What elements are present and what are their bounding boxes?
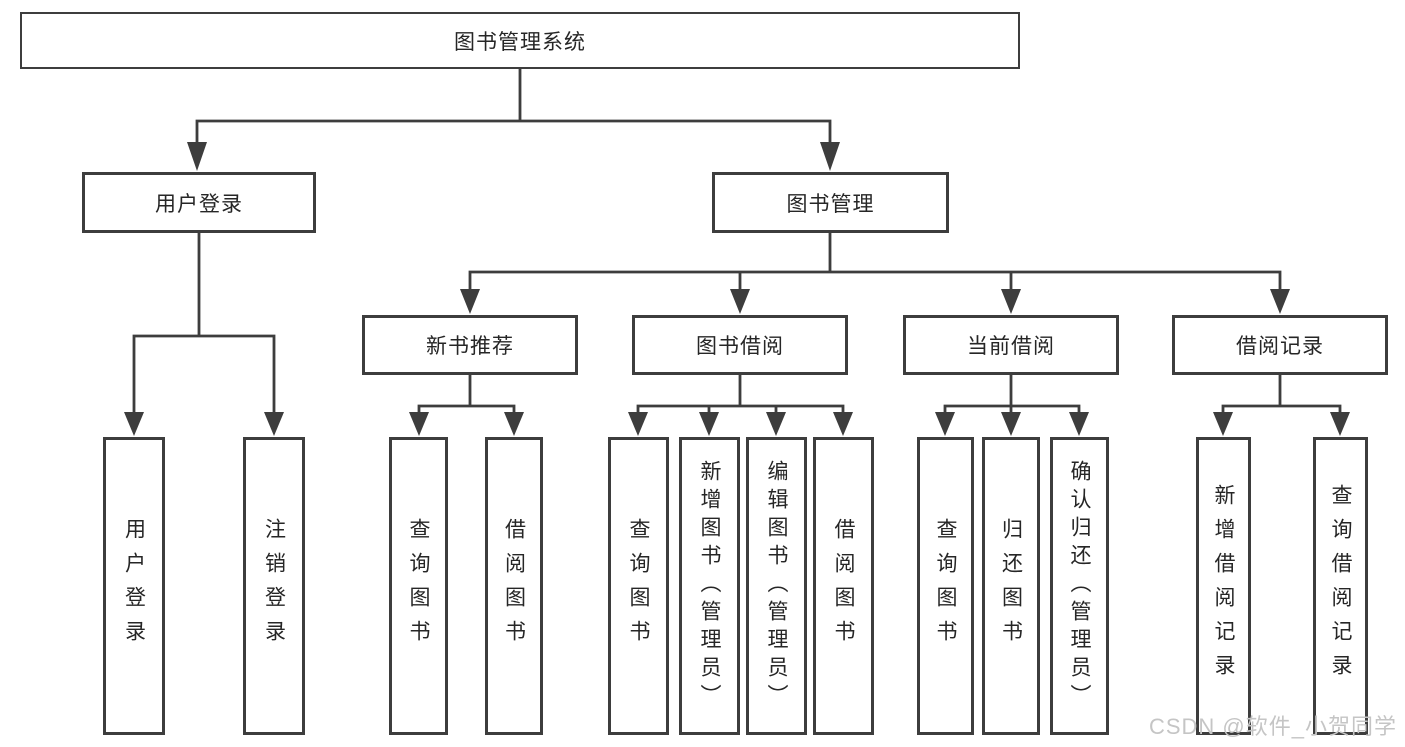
leaf-query-books-recommend: 查询图书 (389, 437, 448, 735)
arrow-down-icon (730, 289, 750, 314)
arrow-down-icon (187, 142, 207, 171)
arrow-down-icon (264, 412, 284, 436)
connector-book-mgmt-fork (468, 231, 1282, 297)
arrow-down-icon (460, 289, 480, 314)
leaf-label: 查询图书 (407, 518, 430, 654)
node-label: 图书管理系统 (454, 30, 586, 54)
arrowheads (124, 142, 1350, 436)
node-borrowing-records: 借阅记录 (1172, 315, 1388, 375)
node-new-book-recommend: 新书推荐 (362, 315, 578, 375)
leaf-label: 用户登录 (122, 518, 146, 654)
node-label: 用户登录 (155, 192, 243, 216)
arrow-down-icon (1001, 412, 1021, 436)
arrow-down-icon (124, 412, 144, 436)
connector-new-books-fork (417, 373, 516, 420)
leaf-confirm-return-admin: 确认归还（管理员） (1050, 437, 1109, 735)
leaf-label: 查询图书 (627, 518, 650, 654)
node-label: 新书推荐 (426, 335, 514, 358)
arrow-down-icon (504, 412, 524, 436)
node-current-borrowing: 当前借阅 (903, 315, 1119, 375)
leaf-query-books-borrow: 查询图书 (608, 437, 669, 735)
arrow-down-icon (935, 412, 955, 436)
csdn-watermark: CSDN @软件_小贺同学 (1148, 714, 1397, 739)
arrow-down-icon (820, 142, 840, 171)
node-book-management: 图书管理 (712, 172, 949, 233)
leaf-label: 编辑图书（管理员） (765, 460, 788, 712)
arrow-down-icon (1270, 289, 1290, 314)
connector-borrow-fork (636, 373, 845, 420)
connector-current-fork (943, 373, 1081, 420)
connector-user-login-fork (132, 231, 276, 420)
connector-records-fork (1221, 373, 1342, 420)
leaf-label: 注销登录 (262, 518, 286, 654)
arrow-down-icon (833, 412, 853, 436)
node-book-borrowing: 图书借阅 (632, 315, 848, 375)
arrow-down-icon (409, 412, 429, 436)
leaf-user-login: 用户登录 (103, 437, 165, 735)
leaf-label: 确认归还（管理员） (1068, 460, 1091, 712)
leaf-label: 借阅图书 (502, 518, 526, 654)
leaf-add-books-admin: 新增图书（管理员） (679, 437, 740, 735)
node-library-management-system: 图书管理系统 (20, 12, 1020, 69)
arrow-down-icon (628, 412, 648, 436)
leaf-query-books-current: 查询图书 (917, 437, 974, 735)
connector-root-fork (195, 67, 832, 152)
leaf-borrow-books-recommend: 借阅图书 (485, 437, 543, 735)
leaf-query-borrow-record: 查询借阅记录 (1313, 437, 1368, 735)
leaf-label: 借阅图书 (832, 518, 855, 654)
node-label: 图书借阅 (696, 335, 784, 358)
node-label: 图书管理 (786, 192, 875, 216)
leaf-return-books: 归还图书 (982, 437, 1040, 735)
node-label: 当前借阅 (967, 335, 1055, 358)
arrow-down-icon (1213, 412, 1233, 436)
leaf-label: 新增图书（管理员） (698, 460, 721, 712)
leaf-edit-books-admin: 编辑图书（管理员） (746, 437, 807, 735)
leaf-label: 查询借阅记录 (1329, 484, 1352, 688)
arrow-down-icon (1001, 289, 1021, 314)
leaf-logout: 注销登录 (243, 437, 305, 735)
leaf-label: 归还图书 (999, 518, 1023, 654)
node-user-login: 用户登录 (82, 172, 316, 233)
arrow-down-icon (699, 412, 719, 436)
leaf-borrow-books: 借阅图书 (813, 437, 874, 735)
leaf-label: 新增借阅记录 (1212, 484, 1235, 688)
node-label: 借阅记录 (1236, 335, 1324, 358)
leaf-label: 查询图书 (934, 518, 957, 654)
arrow-down-icon (1330, 412, 1350, 436)
arrow-down-icon (766, 412, 786, 436)
leaf-add-borrow-record: 新增借阅记录 (1196, 437, 1251, 735)
arrow-down-icon (1069, 412, 1089, 436)
